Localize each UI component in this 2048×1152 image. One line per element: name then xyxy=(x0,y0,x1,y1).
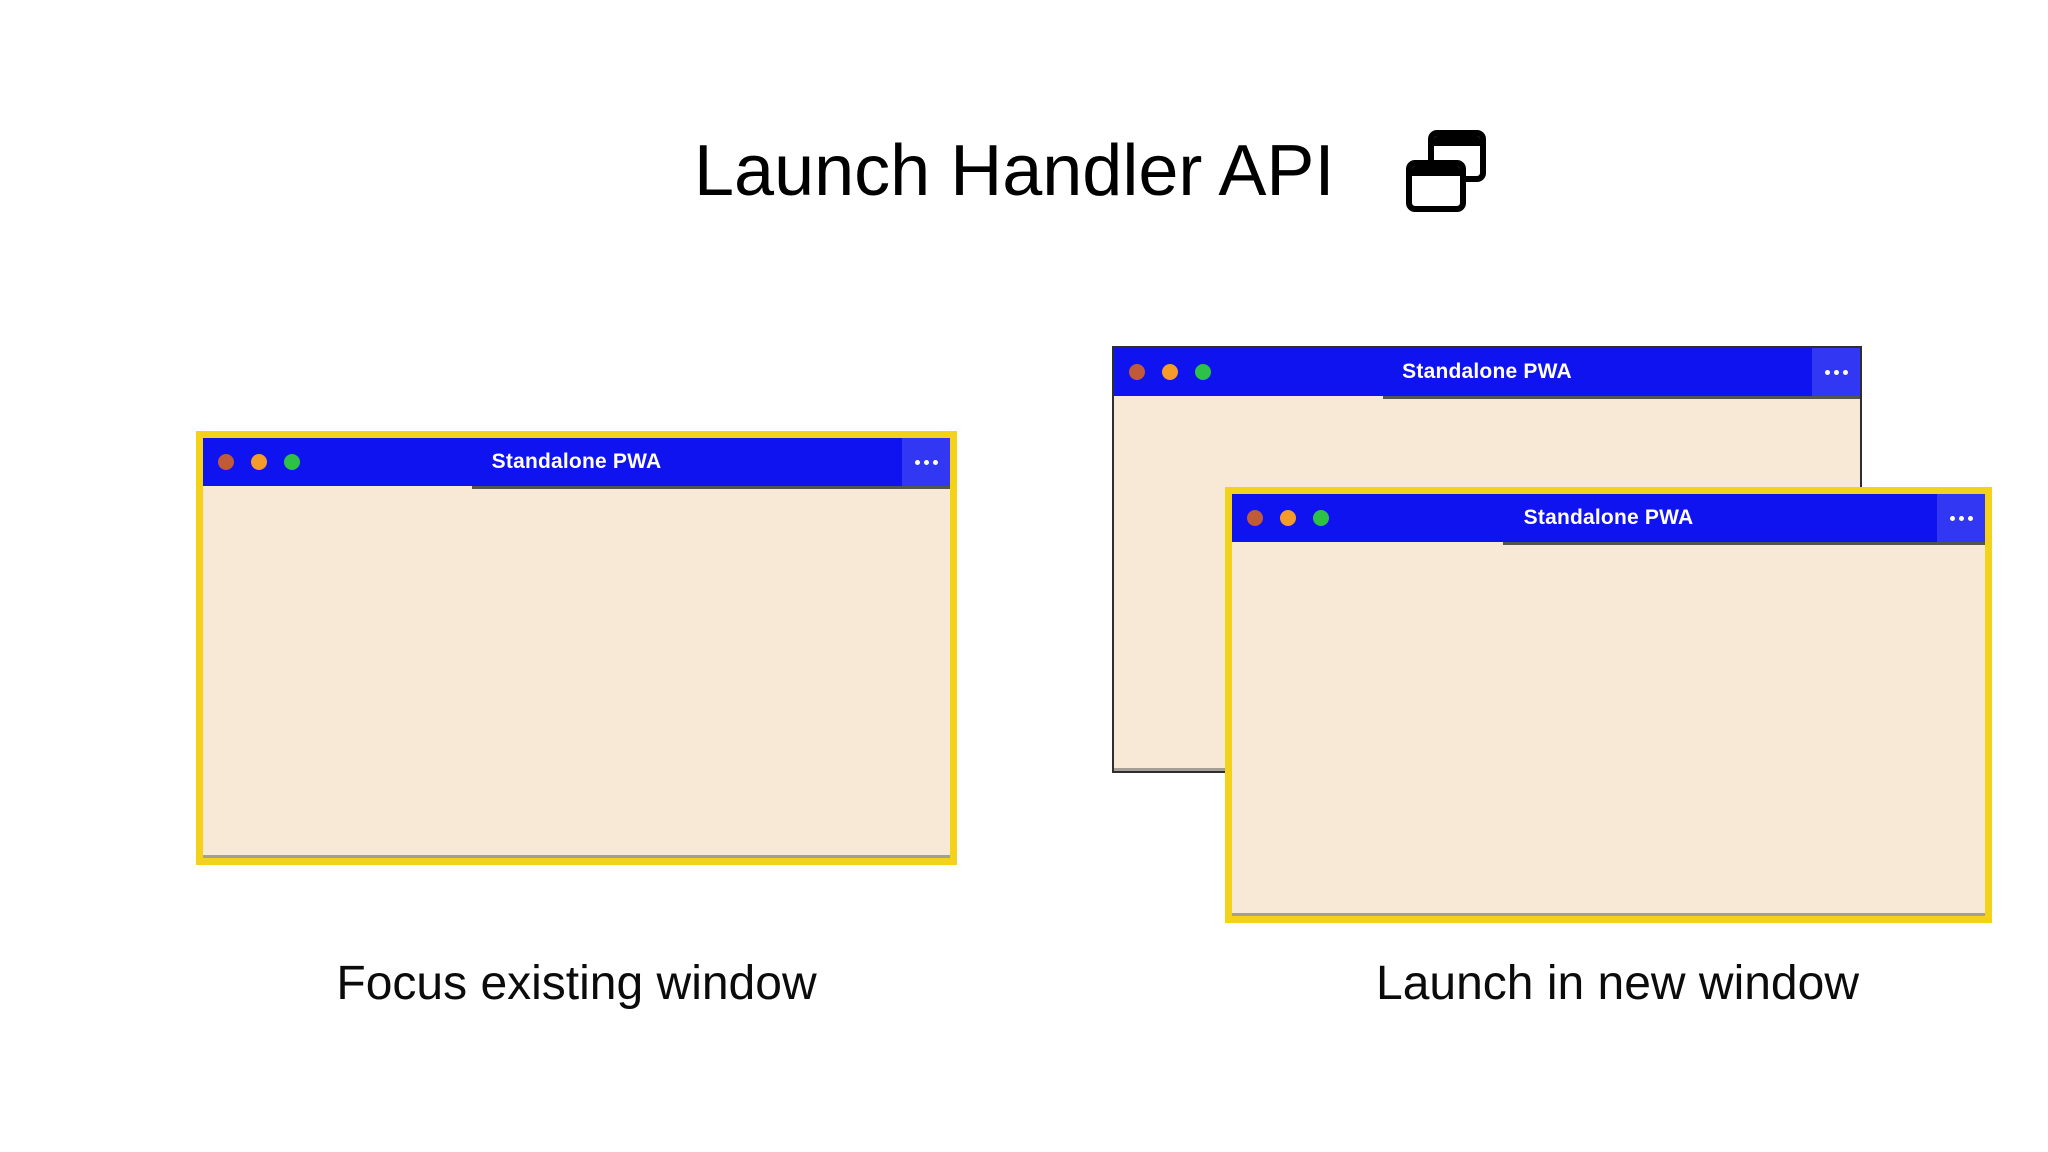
window-controls xyxy=(218,438,300,486)
titlebar[interactable]: Standalone PWA xyxy=(1232,494,1985,545)
titlebar[interactable]: Standalone PWA xyxy=(203,438,950,489)
close-dot-icon[interactable] xyxy=(1129,364,1145,380)
more-options-button[interactable] xyxy=(902,438,950,486)
titlebar-shadow xyxy=(1503,542,1985,545)
more-options-icon xyxy=(1824,369,1830,375)
maximize-dot-icon[interactable] xyxy=(1313,510,1329,526)
minimize-dot-icon[interactable] xyxy=(1162,364,1178,380)
icon-front-window xyxy=(1406,160,1467,213)
overlapping-windows-icon xyxy=(1406,130,1487,213)
icon-back-window-header xyxy=(1434,136,1481,147)
window-title: Standalone PWA xyxy=(1523,506,1694,529)
caption-launch-new: Launch in new window xyxy=(1376,957,1859,1010)
close-dot-icon[interactable] xyxy=(1247,510,1263,526)
titlebar-shadow xyxy=(1382,396,1860,399)
more-options-icon xyxy=(1958,515,1964,521)
icon-front-window-header xyxy=(1412,166,1461,177)
window-controls xyxy=(1129,348,1211,396)
more-options-button[interactable] xyxy=(1812,348,1860,396)
close-dot-icon[interactable] xyxy=(218,454,234,470)
window-title: Standalone PWA xyxy=(1402,360,1572,383)
more-options-icon xyxy=(1967,515,1973,521)
more-options-icon xyxy=(932,459,938,465)
titlebar-shadow xyxy=(471,486,950,489)
window-body xyxy=(203,486,950,858)
window-body xyxy=(1232,542,1985,916)
pwa-window-new: Standalone PWA xyxy=(1225,487,1992,923)
maximize-dot-icon[interactable] xyxy=(1195,364,1211,380)
page-header: Launch Handler API xyxy=(694,130,1487,213)
maximize-dot-icon[interactable] xyxy=(284,454,300,470)
more-options-button[interactable] xyxy=(1937,494,1985,542)
titlebar[interactable]: Standalone PWA xyxy=(1114,348,1860,399)
more-options-icon xyxy=(1842,369,1848,375)
window-controls xyxy=(1247,494,1329,542)
minimize-dot-icon[interactable] xyxy=(251,454,267,470)
caption-focus-existing: Focus existing window xyxy=(336,957,817,1010)
page-title: Launch Handler API xyxy=(694,131,1335,211)
more-options-icon xyxy=(1833,369,1839,375)
pwa-window-focus-existing: Standalone PWA xyxy=(196,431,957,865)
more-options-icon xyxy=(923,459,929,465)
minimize-dot-icon[interactable] xyxy=(1280,510,1296,526)
more-options-icon xyxy=(1949,515,1955,521)
window-title: Standalone PWA xyxy=(491,450,662,473)
more-options-icon xyxy=(914,459,920,465)
